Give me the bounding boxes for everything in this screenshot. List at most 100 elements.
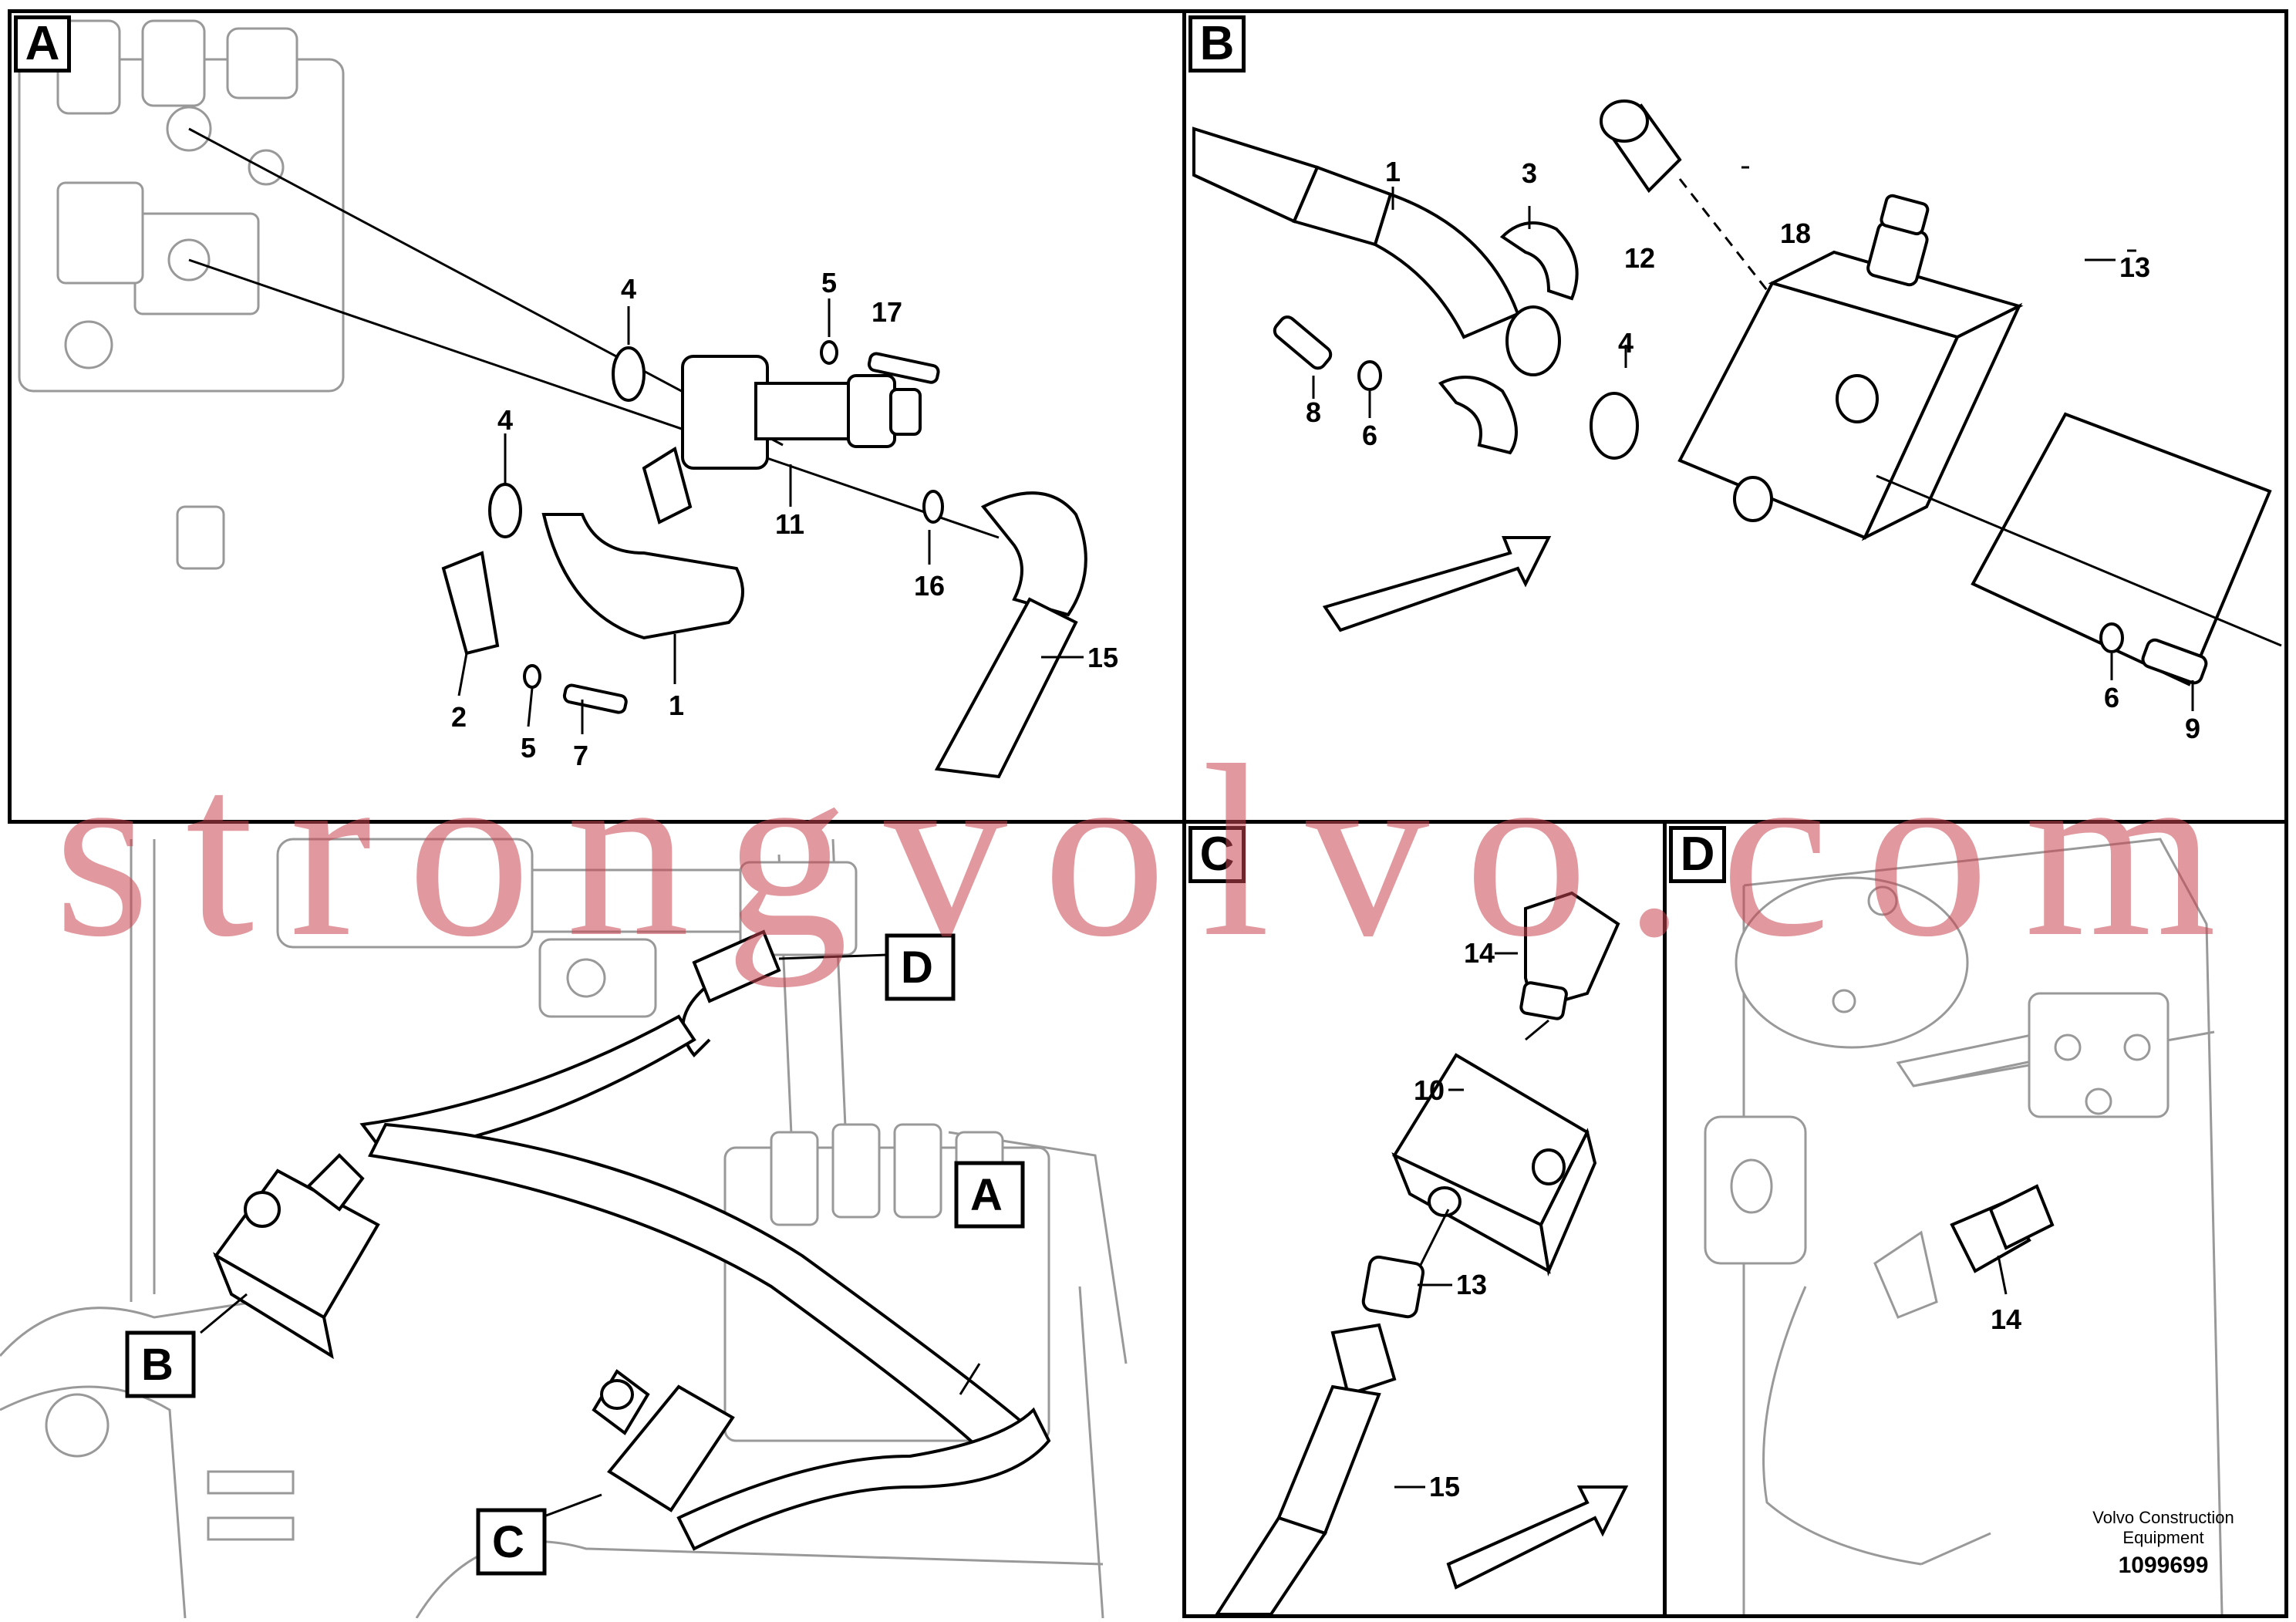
fitting-14-c [1524, 891, 1620, 1011]
callout-c-15: 15 [1429, 1471, 1460, 1502]
callout-b-13: 13 [2119, 251, 2150, 283]
callout-b-4: 4 [1618, 327, 1633, 359]
fitting-12-mouth [1600, 99, 1649, 143]
fitting-14-d-body [1988, 1184, 2055, 1250]
fitting-d [692, 929, 888, 1003]
ferrule-15-c [1276, 1384, 1381, 1536]
block-18-port-top [1836, 374, 1879, 423]
overview-marker-a: A [954, 1161, 1025, 1229]
overview-marker-d: D [885, 933, 956, 1001]
panel-c-label: C [1188, 826, 1246, 883]
block-18-port-front [1733, 476, 1773, 522]
elbow-d [1873, 1230, 1938, 1319]
leader-c-13-axis [1416, 1209, 1450, 1272]
clamp-3-upper [1499, 221, 1579, 301]
svg-text:B: B [141, 1340, 174, 1390]
fitting-14-c-nut [1519, 981, 1568, 1020]
leader-b-bolt [1876, 474, 2282, 647]
panel-a-label: A [14, 15, 71, 73]
callout-a-15: 15 [1087, 642, 1118, 673]
callout-b-12: 12 [1624, 242, 1655, 274]
leader-overview-a [959, 1363, 981, 1395]
callout-c-14: 14 [1464, 937, 1495, 969]
fitting-13-c [1361, 1255, 1425, 1319]
footer: Volvo Construction Equipment 1099699 [2036, 1508, 2291, 1579]
panel-b-label: B [1188, 15, 1246, 73]
sensor-block-b [213, 1153, 380, 1360]
block-10-side [1539, 1128, 1597, 1277]
callout-b-9: 9 [2185, 713, 2200, 744]
screw-17 [867, 352, 940, 384]
sensor-block-c [592, 1369, 735, 1512]
washer-5-lower [523, 664, 541, 689]
panel-d-drawing: 14 [1704, 838, 2224, 1615]
part-number: 1099699 [2118, 1553, 2209, 1578]
clamp-2 [441, 551, 500, 656]
callout-b-8: 8 [1306, 396, 1321, 428]
panel-b: 1 3 12 18 13 4 8 6 6 9 [1182, 9, 2288, 824]
callout-b-6-right: 6 [2104, 682, 2119, 713]
elbow-1-b [1373, 192, 1520, 339]
callout-b-3: 3 [1522, 157, 1537, 189]
panel-a: 4 5 17 4 11 16 15 2 5 7 1 [8, 9, 1186, 824]
flange-head-b [1505, 305, 1561, 376]
tube-1-a [541, 513, 744, 640]
callout-b-18: 18 [1780, 218, 1811, 249]
o-ring-16 [922, 490, 944, 524]
callout-c-13: 13 [1456, 1269, 1487, 1300]
screw-8 [1273, 315, 1333, 370]
callout-a-16: 16 [914, 570, 945, 602]
brand-line-2: Equipment [2122, 1528, 2204, 1547]
callout-a-1: 1 [669, 690, 684, 721]
svg-text:C: C [492, 1517, 524, 1567]
overview-marker-c: C [476, 1508, 547, 1576]
hoses-overview [359, 976, 1051, 1551]
svg-text:A: A [970, 1170, 1003, 1220]
panel-a-drawing: 4 5 17 4 11 16 15 2 5 7 1 [18, 19, 1118, 779]
callout-a-2: 2 [451, 701, 467, 733]
callout-b-6-left: 6 [1362, 420, 1377, 451]
assembly-arrow-b [1322, 536, 1552, 632]
hose-15-a [934, 597, 1078, 779]
callout-d-14: 14 [1991, 1303, 2021, 1335]
hose-15-c [1214, 1516, 1328, 1616]
leader-overview-c [539, 1493, 602, 1519]
callout-a-11: 11 [775, 508, 804, 540]
hose-d [1762, 1286, 1922, 1566]
washer-6-left [1357, 360, 1382, 391]
o-ring-4-b [1590, 392, 1639, 460]
callout-a-5-upper: 5 [821, 267, 837, 298]
valve-block-a [18, 19, 345, 570]
block-10-port [1532, 1148, 1566, 1185]
flange-11 [681, 355, 922, 470]
o-ring-4-lower [488, 483, 522, 538]
panel-b-drawing: 1 3 12 18 13 4 8 6 6 9 [1192, 99, 2282, 744]
callout-a-17: 17 [872, 296, 902, 328]
valve-block-d [2028, 992, 2170, 1118]
port-block-d [1704, 1115, 1807, 1265]
screw-7 [562, 683, 628, 714]
leader-overview-b [200, 1293, 248, 1334]
panel-d: 14 [1663, 820, 2288, 1618]
overview-marker-b: B [125, 1330, 196, 1398]
fitting-13-b-top [1880, 194, 1930, 236]
leader-d-14 [1997, 1255, 2008, 1295]
block-10-port-bottom [1428, 1186, 1462, 1217]
panel-c-drawing: 14 10 13 15 [1214, 891, 1629, 1616]
callout-a-4-lower: 4 [497, 404, 513, 436]
panel-c: 14 10 13 15 [1182, 820, 1667, 1618]
overview-drawing: D A B C [0, 838, 1128, 1618]
assembly-arrow-c [1446, 1485, 1629, 1590]
callout-b-1: 1 [1385, 156, 1401, 187]
brand-line-1: Volvo Construction [2092, 1508, 2234, 1527]
svg-text:D: D [901, 943, 933, 993]
elbow-15 [980, 491, 1087, 617]
washer-5-upper [820, 340, 838, 365]
leader-c-14 [1525, 1019, 1549, 1041]
nut-15-c [1330, 1323, 1397, 1397]
leader-a-lower [188, 258, 1000, 539]
half-clamp-a [642, 446, 693, 524]
o-ring-4-upper [612, 346, 646, 402]
block-18-side [1861, 302, 2023, 541]
